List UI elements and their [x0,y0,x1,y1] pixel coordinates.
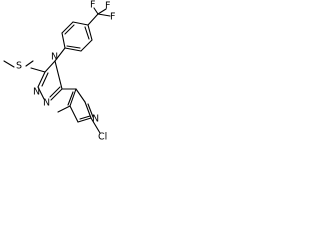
atom-labels: S N N N N Cl F F F [16,0,115,143]
chlorine-atom-label: Cl [98,132,107,143]
fluorine-atom-label: F [90,0,95,11]
sulfur-atom-label: S [16,61,22,72]
fluorine-atom-label: F [110,12,115,23]
nitrogen-atom-label: N [92,114,99,125]
nitrogen-atom-label: N [33,87,40,98]
nitrogen-atom-label: N [51,52,58,63]
bond-lines [3,7,111,134]
nitrogen-atom-label: N [43,98,50,109]
fluorine-atom-label: F [105,1,110,12]
molecule-structure-diagram: S N N N N Cl F F F [3,0,115,143]
